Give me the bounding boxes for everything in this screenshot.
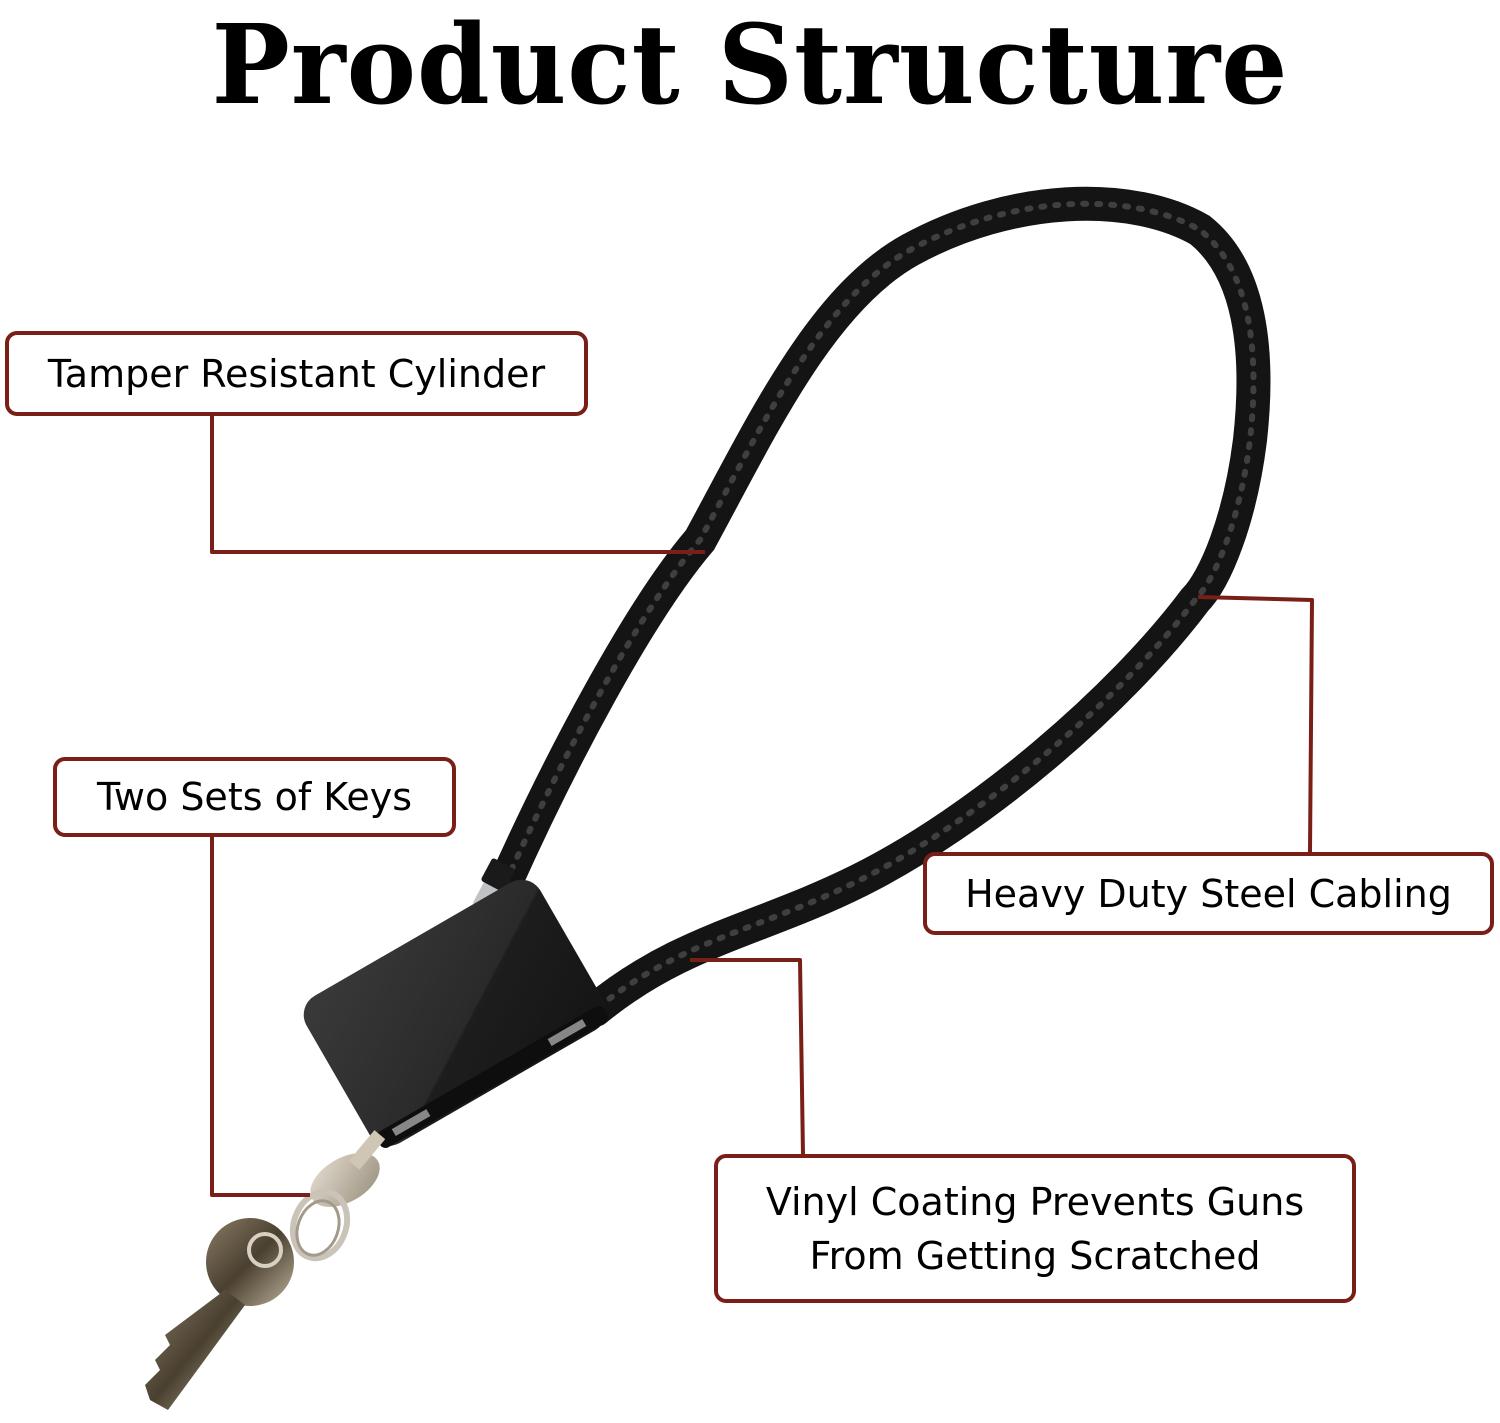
steel-cable-icon — [483, 186, 1271, 1027]
leader-lines — [210, 414, 1314, 1197]
callout-label-line1: Vinyl Coating Prevents Guns — [765, 1179, 1305, 1224]
key-icon — [145, 1130, 386, 1410]
callout-two-sets-of-keys: Two Sets of Keys — [53, 757, 456, 837]
callout-tamper-resistant-cylinder: Tamper Resistant Cylinder — [5, 331, 588, 416]
callout-heavy-duty-steel-cabling: Heavy Duty Steel Cabling — [923, 852, 1494, 935]
leader-line-cabling — [1197, 595, 1314, 853]
lock-body-icon — [303, 879, 608, 1149]
callout-vinyl-coating: Vinyl Coating Prevents Guns From Getting… — [714, 1154, 1356, 1303]
leader-line-coating — [690, 958, 805, 1156]
page-title: Product Structure — [211, 0, 1289, 130]
leader-line-cylinder — [210, 414, 705, 554]
callout-label: Tamper Resistant Cylinder — [47, 351, 546, 396]
callout-label-line2: From Getting Scratched — [809, 1233, 1261, 1278]
callout-label: Two Sets of Keys — [96, 775, 412, 819]
callout-label: Heavy Duty Steel Cabling — [965, 871, 1452, 916]
leader-line-keys — [210, 836, 310, 1197]
